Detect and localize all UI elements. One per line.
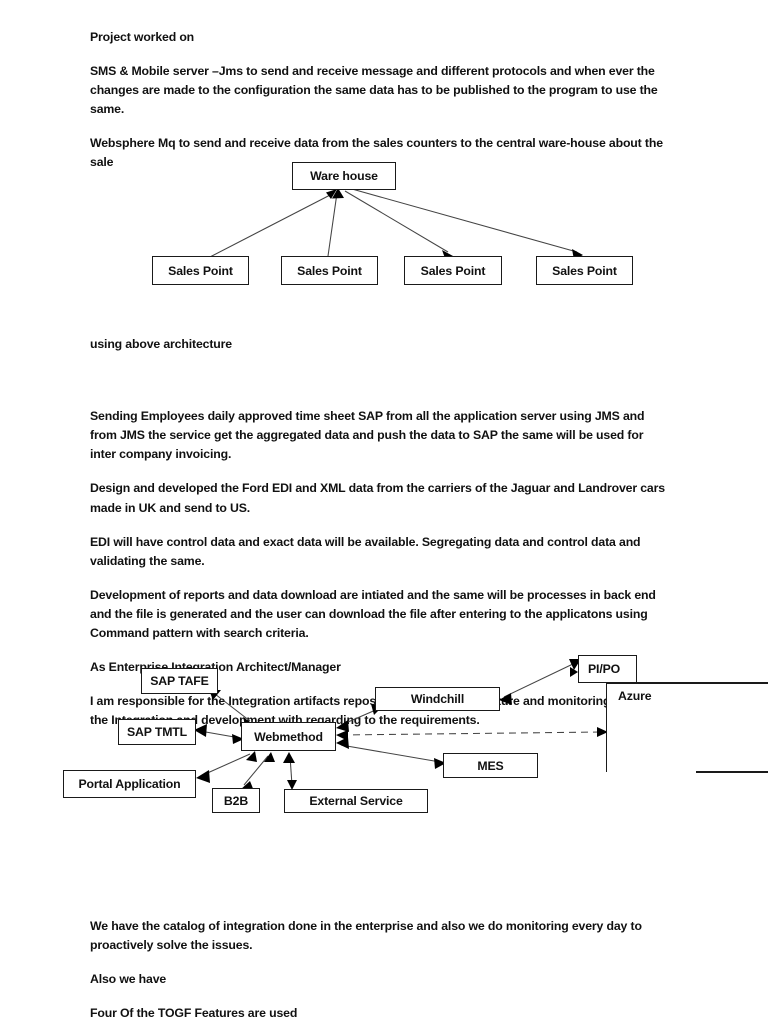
paragraph-websphere-mq: Websphere Mq to send and receive data fr… (90, 136, 663, 170)
node-external-service-label: External Service (309, 794, 403, 808)
arrowhead-webmethod-from-saptmtl (232, 734, 244, 744)
arrowhead-warehouse-1 (326, 189, 337, 199)
arrowhead-saptmtl (194, 724, 207, 737)
node-sales-point-3-label: Sales Point (420, 263, 486, 278)
connector-warehouse-sales3 (344, 190, 449, 253)
arrowhead-warehouse-2 (332, 188, 344, 199)
node-sales-point-1-label: Sales Point (168, 263, 233, 278)
arrowhead-webmethod-from-b2b (264, 752, 275, 762)
arrowhead-pipo-secondary (570, 667, 578, 677)
paragraph-ford-edi-xml: Design and developed the Ford EDI and XM… (90, 481, 665, 515)
node-portal-application-label: Portal Application (78, 777, 181, 791)
node-azure-bottom-edge (696, 771, 768, 773)
node-sales-point-2[interactable]: Sales Point (281, 256, 378, 285)
node-warehouse[interactable]: Ware house (292, 162, 396, 190)
paragraph-timesheet-sap: Sending Employees daily approved time sh… (90, 409, 645, 462)
node-sales-point-4[interactable]: Sales Point (536, 256, 633, 285)
paragraph-togf-features: Four Of the TOGF Features are used (90, 1006, 298, 1021)
node-sales-point-3[interactable]: Sales Point (404, 256, 502, 285)
page-title: Project worked on (90, 30, 195, 44)
arrowhead-portal (196, 770, 210, 783)
node-sap-tafe-label: SAP TAFE (150, 674, 209, 688)
paragraph-edi-control-data: EDI will have control data and exact dat… (90, 534, 641, 568)
paragraph-reports-download: Development of reports and data download… (90, 587, 656, 640)
node-mes-label: MES (477, 758, 504, 773)
connector-webmethod-b2b (243, 755, 269, 786)
node-windchill-label: Windchill (410, 692, 465, 706)
arrowhead-external (287, 780, 297, 790)
node-external-service[interactable]: External Service (284, 789, 428, 813)
arrowhead-webmethod-from-mes (336, 737, 349, 749)
node-mes[interactable]: MES (443, 753, 538, 778)
node-warehouse-label: Ware house (310, 169, 378, 183)
node-sales-point-4-label: Sales Point (552, 263, 617, 278)
node-b2b-label: B2B (223, 793, 249, 808)
node-b2b[interactable]: B2B (212, 788, 260, 813)
connector-sales1-warehouse (207, 192, 335, 259)
node-webmethod-label: Webmethod (254, 729, 323, 744)
arrowhead-webmethod-from-portal (246, 751, 257, 762)
connector-webmethod-azure (340, 731, 603, 736)
paragraph-sms-mobile-server: SMS & Mobile server –Jms to send and rec… (90, 64, 658, 117)
node-webmethod[interactable]: Webmethod (241, 722, 336, 751)
arrowhead-webmethod-from-external (283, 752, 295, 763)
connector-webmethod-portal (202, 753, 251, 776)
paragraph-using-above-architecture: using above architecture (90, 337, 232, 352)
node-sales-point-2-label: Sales Point (297, 263, 362, 278)
node-sap-tafe[interactable]: SAP TAFE (141, 668, 218, 694)
connector-warehouse-sales4 (351, 188, 578, 253)
arrowhead-webmethod-from-azure (336, 730, 348, 741)
paragraph-catalog-monitoring: We have the catalog of integration done … (90, 918, 642, 952)
arrowhead-azure (597, 727, 608, 737)
connector-windchill-pipo (503, 662, 576, 698)
node-sales-point-1[interactable]: Sales Point (152, 256, 249, 285)
node-azure-top-edge (606, 682, 768, 684)
connector-sales2-warehouse (327, 192, 338, 257)
paragraph-also-we-have: Also we have (90, 972, 167, 987)
arrowhead-webmethod-from-windchill (336, 720, 349, 732)
arrowhead-sales3 (442, 250, 453, 261)
node-sap-tmtl[interactable]: SAP TMTL (118, 719, 196, 745)
arrowhead-windchill-from-pipo (499, 693, 512, 705)
node-windchill[interactable]: Windchill (375, 687, 500, 711)
node-portal-application[interactable]: Portal Application (63, 770, 196, 798)
arrowhead-mes (434, 758, 446, 769)
document-body: Project worked on SMS & Mobile server –J… (90, 28, 670, 1024)
node-pi-po[interactable]: PI/PO (578, 655, 637, 683)
connector-webmethod-saptafe (214, 693, 251, 722)
node-azure-label: Azure (618, 689, 652, 703)
node-sap-tmtl-label: SAP TMTL (126, 725, 188, 739)
node-azure[interactable]: Azure (606, 682, 768, 772)
node-pi-po-label: PI/PO (588, 662, 621, 676)
connector-webmethod-mes (340, 744, 441, 763)
